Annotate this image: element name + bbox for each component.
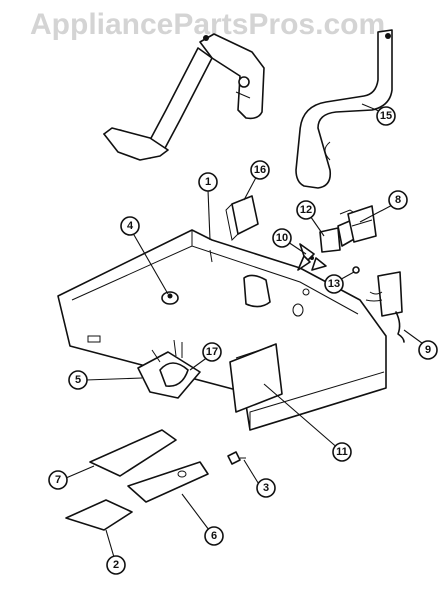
shield-6 bbox=[127, 461, 209, 503]
mount-bracket bbox=[347, 205, 377, 243]
callout-label-13: 13 bbox=[328, 278, 340, 290]
callout-label-2: 2 bbox=[113, 559, 119, 571]
relay-box bbox=[225, 195, 259, 242]
callout-label-1: 1 bbox=[205, 176, 211, 188]
callout-1: 1 bbox=[198, 172, 218, 192]
callout-label-9: 9 bbox=[425, 344, 431, 356]
upper-right-duct bbox=[295, 29, 393, 189]
callout-8: 8 bbox=[388, 190, 408, 210]
pin bbox=[227, 451, 246, 465]
callout-15: 15 bbox=[376, 106, 396, 126]
callout-2: 2 bbox=[106, 555, 126, 575]
cover-2 bbox=[65, 499, 133, 531]
callout-6: 6 bbox=[204, 526, 224, 546]
callout-16: 16 bbox=[250, 160, 270, 180]
callout-label-17: 17 bbox=[206, 346, 218, 358]
fan-blade bbox=[297, 243, 327, 271]
callout-13: 13 bbox=[324, 274, 344, 294]
callout-12: 12 bbox=[296, 200, 316, 220]
callout-7: 7 bbox=[48, 470, 68, 490]
callout-17: 17 bbox=[202, 342, 222, 362]
callout-3: 3 bbox=[256, 478, 276, 498]
callout-label-7: 7 bbox=[55, 474, 61, 486]
callout-label-3: 3 bbox=[263, 482, 269, 494]
callout-4: 4 bbox=[120, 216, 140, 236]
callout-label-16: 16 bbox=[254, 164, 266, 176]
callout-label-6: 6 bbox=[211, 530, 217, 542]
callout-label-10: 10 bbox=[276, 232, 288, 244]
inner-panel bbox=[229, 343, 283, 413]
terminal-block bbox=[365, 271, 405, 343]
callout-9: 9 bbox=[418, 340, 438, 360]
timer-assembly bbox=[137, 339, 201, 399]
callout-label-5: 5 bbox=[75, 374, 81, 386]
callout-label-15: 15 bbox=[380, 110, 392, 122]
callout-label-12: 12 bbox=[300, 204, 312, 216]
callout-label-4: 4 bbox=[127, 220, 134, 232]
callout-11: 11 bbox=[332, 442, 352, 462]
callout-label-8: 8 bbox=[395, 194, 401, 206]
screw bbox=[352, 266, 360, 274]
cover-7 bbox=[89, 429, 177, 477]
callout-label-11: 11 bbox=[336, 446, 348, 458]
upper-left-duct bbox=[103, 33, 265, 161]
callout-5: 5 bbox=[68, 370, 88, 390]
callout-10: 10 bbox=[272, 228, 292, 248]
knob bbox=[161, 291, 179, 305]
base-pan bbox=[57, 229, 387, 431]
